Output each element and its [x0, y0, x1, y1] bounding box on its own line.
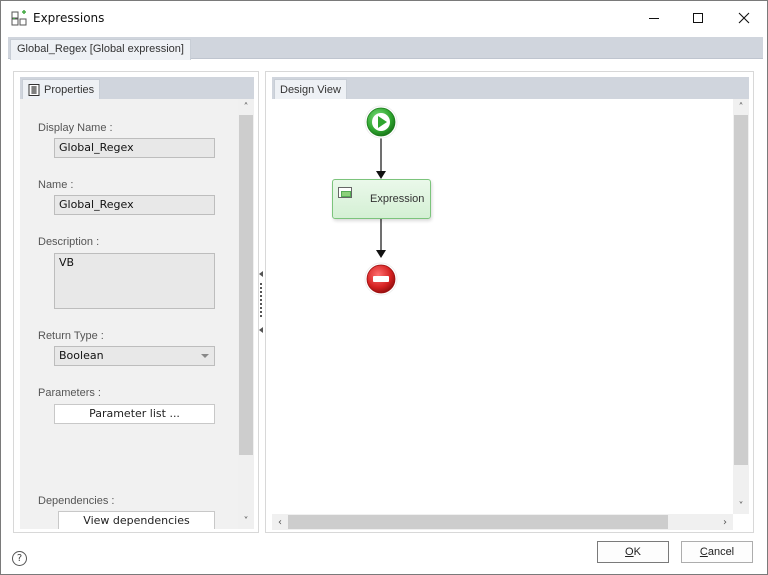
scroll-up-icon[interactable]: ˄: [738, 101, 744, 113]
close-icon: [738, 12, 750, 24]
scroll-left-icon[interactable]: ‹: [278, 516, 282, 528]
minimize-button[interactable]: [631, 1, 677, 35]
ok-label-rest: K: [633, 546, 641, 558]
view-dependencies-button[interactable]: View dependencies: [58, 511, 215, 529]
workflow-diagram: [376, 137, 386, 258]
scroll-down-icon[interactable]: ˅: [738, 500, 744, 512]
scroll-up-icon[interactable]: ˄: [243, 101, 249, 113]
design-tabstrip: Design View: [272, 77, 749, 99]
tab-properties[interactable]: Properties: [22, 79, 101, 99]
maximize-button[interactable]: [675, 1, 721, 35]
design-canvas[interactable]: Expression: [272, 99, 733, 514]
expression-node[interactable]: Expression: [332, 179, 431, 219]
scroll-down-icon[interactable]: ˅: [243, 515, 249, 527]
dependencies-label: Dependencies :: [38, 495, 115, 507]
scrollbar-thumb[interactable]: [734, 115, 748, 465]
tab-design-view-label: Design View: [280, 83, 341, 96]
close-button[interactable]: [721, 1, 767, 35]
ok-accelerator: O: [625, 546, 634, 558]
tab-design-view[interactable]: Design View: [274, 79, 347, 99]
help-icon[interactable]: ?: [12, 551, 27, 566]
tab-global-regex[interactable]: Global_Regex [Global expression]: [10, 39, 191, 60]
tab-properties-label: Properties: [44, 83, 95, 96]
ok-button[interactable]: OK: [597, 541, 669, 563]
splitter-grip-icon[interactable]: [260, 283, 262, 317]
chevron-down-icon: [201, 354, 209, 358]
scroll-right-icon[interactable]: ›: [723, 516, 727, 528]
cancel-label-rest: ancel: [707, 546, 735, 558]
design-view-pane: Design View: [265, 71, 754, 533]
start-node[interactable]: [364, 105, 398, 139]
expressions-app-icon: [11, 10, 27, 26]
collapse-left-icon[interactable]: [259, 327, 263, 333]
scrollbar-thumb[interactable]: [288, 515, 668, 529]
end-node[interactable]: [364, 262, 398, 296]
properties-vertical-scrollbar[interactable]: ˄ ˅: [238, 99, 254, 529]
properties-pane: Properties Display Name : Global_Regex N…: [13, 71, 259, 533]
display-name-label: Display Name :: [38, 122, 113, 134]
description-field[interactable]: VB: [54, 253, 215, 309]
properties-body: Display Name : Global_Regex Name : Globa…: [20, 99, 238, 529]
pane-splitter[interactable]: [259, 71, 265, 533]
document-tabstrip: Global_Regex [Global expression]: [8, 37, 763, 60]
name-field[interactable]: Global_Regex: [54, 195, 215, 215]
window-title: Expressions: [33, 11, 105, 25]
parameter-list-button[interactable]: Parameter list ...: [54, 404, 215, 424]
minimize-icon: [649, 18, 659, 19]
cancel-accelerator: C: [699, 546, 708, 558]
play-icon: [364, 105, 398, 139]
design-horizontal-scrollbar[interactable]: ‹ ›: [272, 514, 733, 530]
cancel-button[interactable]: Cancel: [681, 541, 753, 563]
properties-icon: [28, 83, 40, 96]
design-vertical-scrollbar[interactable]: ˄ ˅: [733, 99, 749, 514]
parameters-label: Parameters :: [38, 387, 101, 399]
return-type-select[interactable]: Boolean: [54, 346, 215, 366]
expression-node-icon: [338, 187, 352, 198]
return-type-value: Boolean: [59, 349, 104, 362]
scrollbar-thumb[interactable]: [239, 115, 253, 455]
display-name-field[interactable]: Global_Regex: [54, 138, 215, 158]
return-type-label: Return Type :: [38, 330, 104, 342]
title-bar: Expressions: [1, 1, 767, 35]
description-label: Description :: [38, 236, 100, 248]
expression-node-label: Expression: [370, 193, 425, 205]
collapse-left-icon[interactable]: [259, 271, 263, 277]
stop-icon: [364, 262, 398, 296]
properties-tabstrip: Properties: [20, 77, 254, 99]
name-label: Name :: [38, 179, 74, 191]
maximize-icon: [693, 13, 703, 23]
